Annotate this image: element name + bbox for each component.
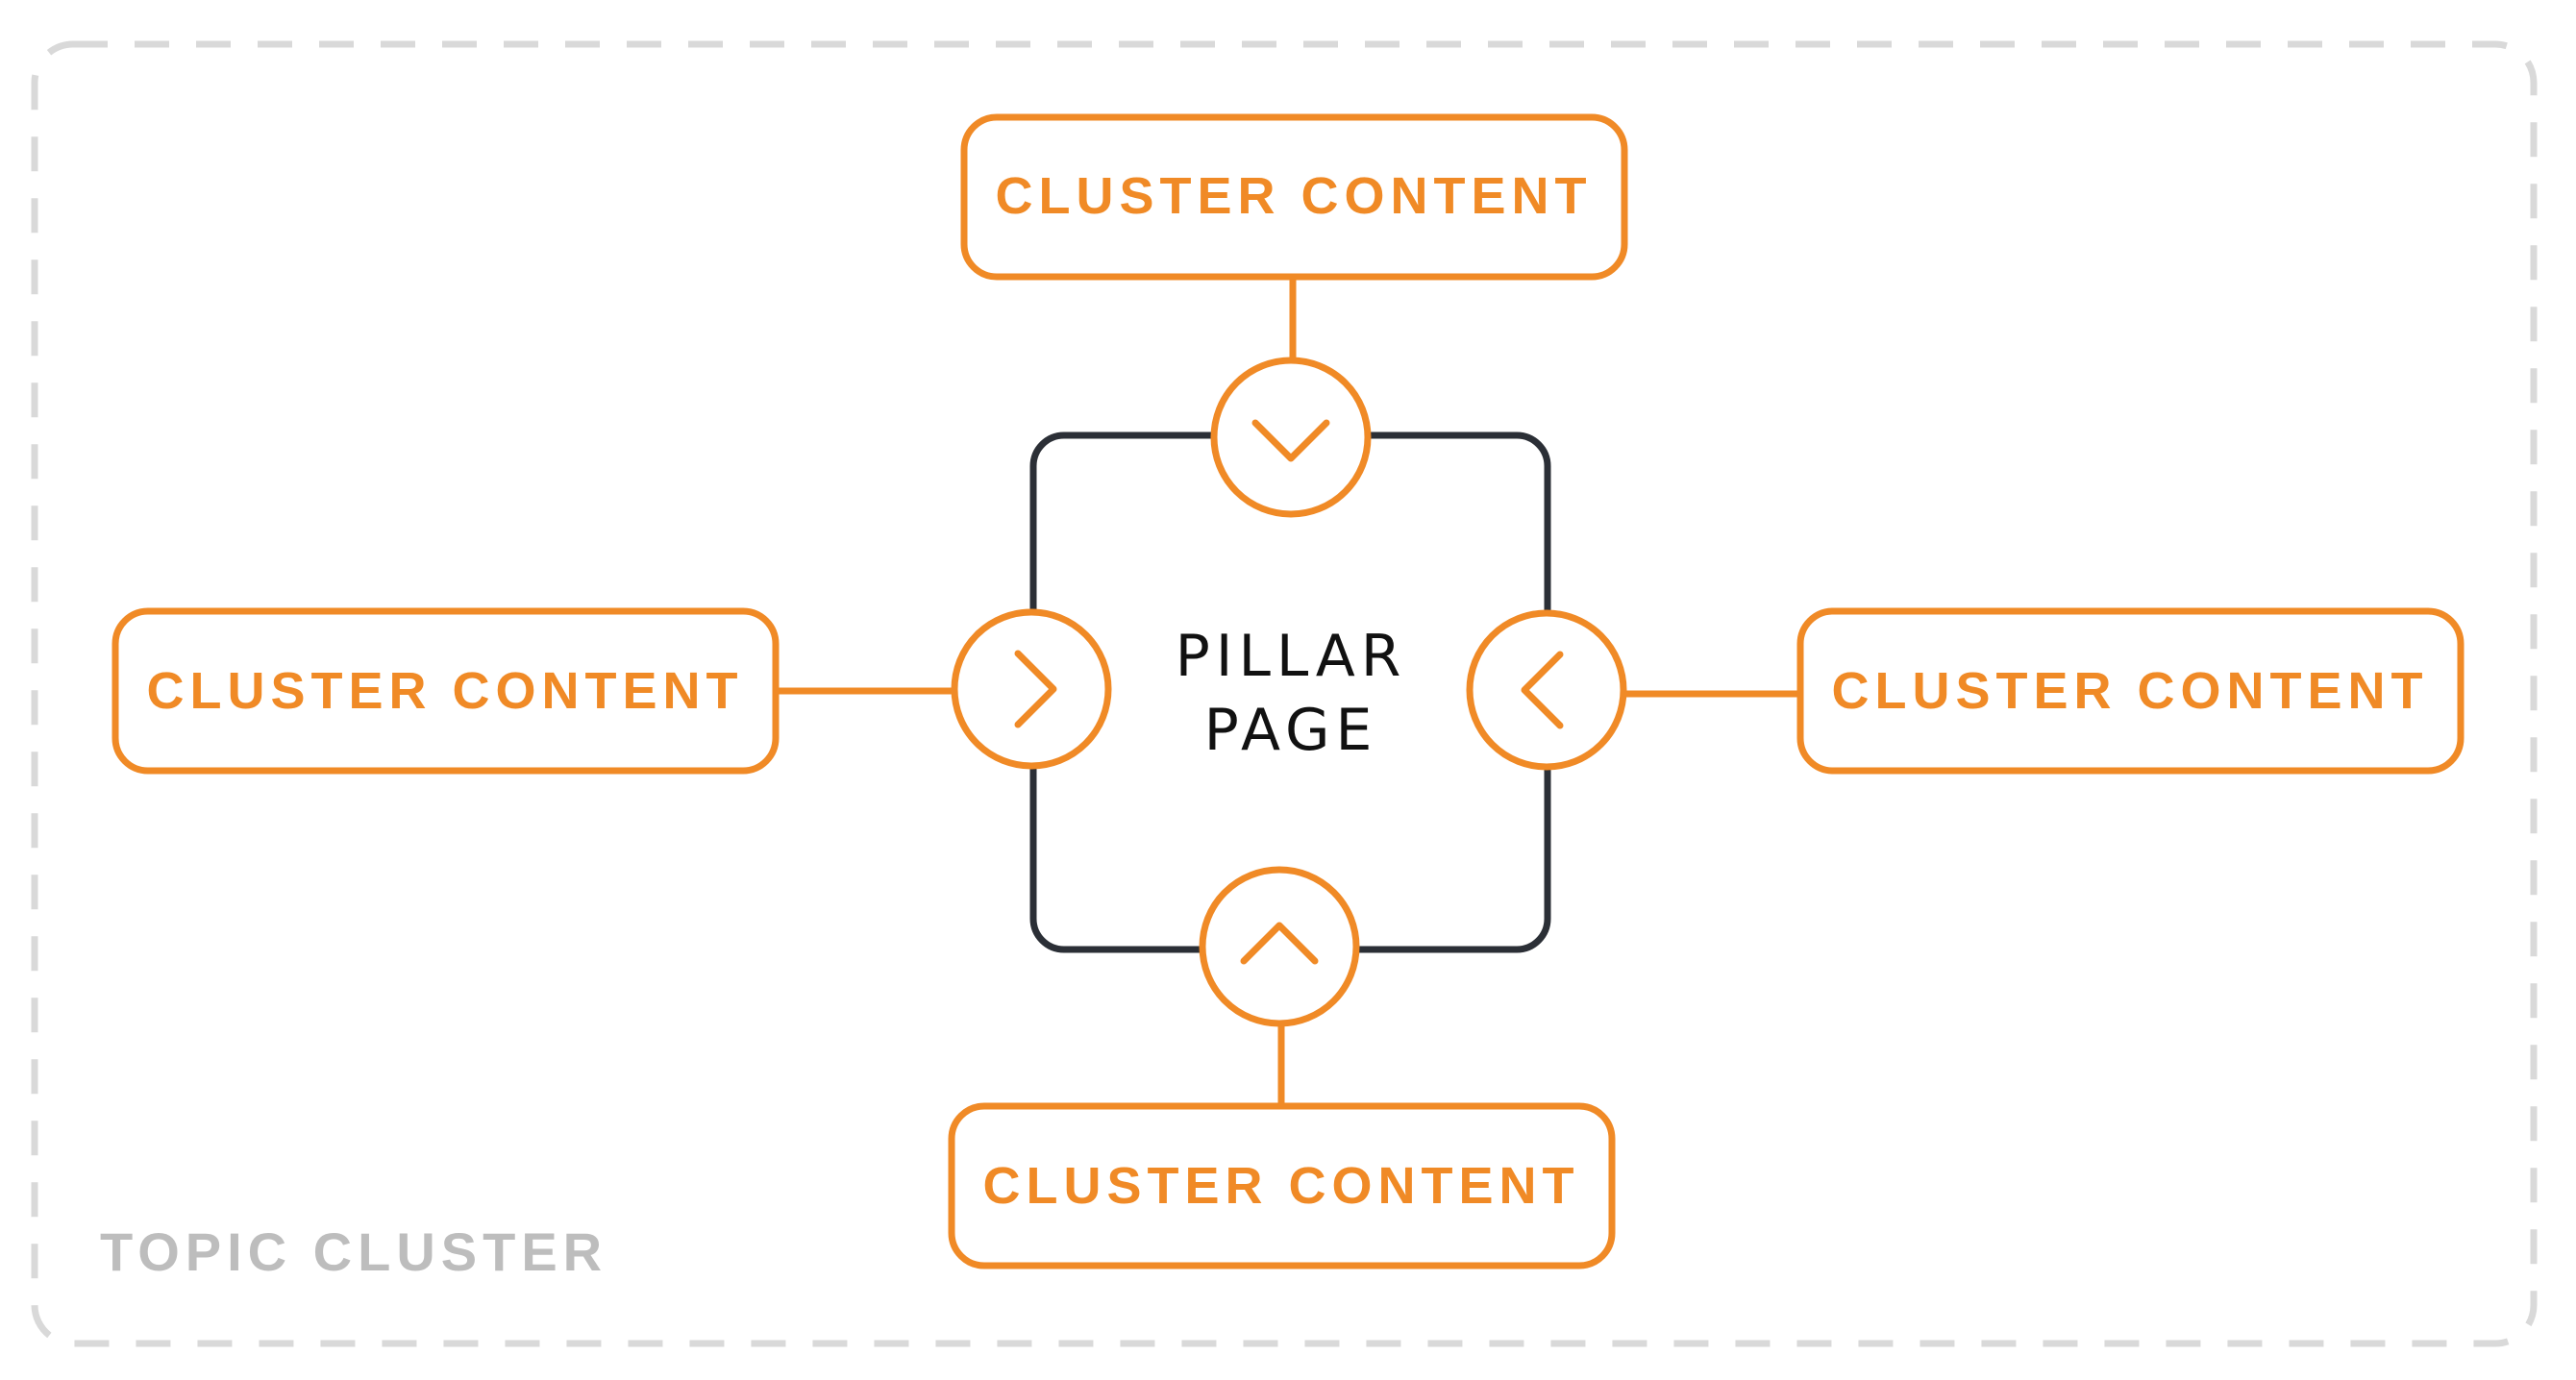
cluster-content-bottom: CLUSTER CONTENT xyxy=(948,1102,1616,1269)
cluster-content-top-label: CLUSTER CONTENT xyxy=(996,167,1593,225)
pillar-page-label-line2: PAGE xyxy=(1204,697,1378,764)
cluster-content-left: CLUSTER CONTENT xyxy=(111,607,780,775)
chevron-up-icon xyxy=(1240,922,1319,965)
chevron-down-icon xyxy=(1251,419,1330,462)
cluster-content-bottom-label: CLUSTER CONTENT xyxy=(983,1157,1580,1215)
cluster-content-left-label: CLUSTER CONTENT xyxy=(147,662,744,720)
arrow-bottom xyxy=(1199,866,1360,1027)
cluster-content-top: CLUSTER CONTENT xyxy=(960,113,1628,281)
topic-cluster-frame xyxy=(31,40,2538,1347)
arrow-left xyxy=(951,608,1112,770)
cluster-content-right-label: CLUSTER CONTENT xyxy=(1832,662,2429,720)
arrow-top xyxy=(1210,357,1372,518)
cluster-content-right: CLUSTER CONTENT xyxy=(1796,607,2465,775)
chevron-left-icon xyxy=(1521,651,1564,729)
chevron-right-icon xyxy=(1014,650,1057,728)
arrow-right xyxy=(1466,609,1627,771)
pillar-page-label-line1: PILLAR xyxy=(1176,623,1407,690)
topic-cluster-label: TOPIC CLUSTER xyxy=(100,1221,607,1282)
